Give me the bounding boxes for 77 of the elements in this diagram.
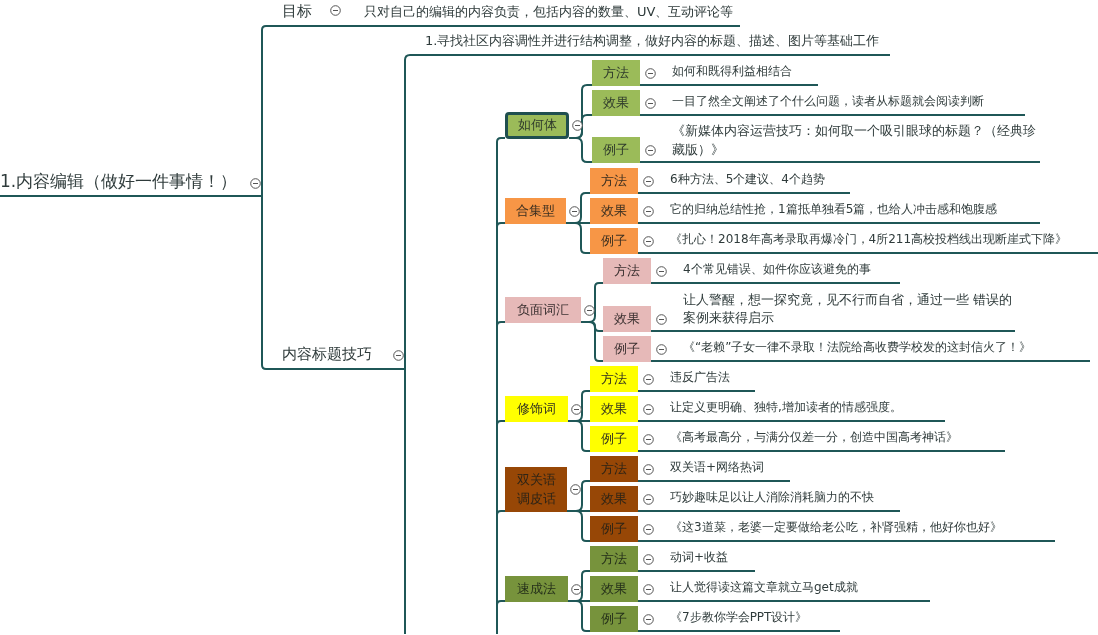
connector-line (566, 510, 591, 542)
tag-box: 例子 (590, 516, 638, 542)
connector-line (637, 510, 663, 512)
connector-line (639, 114, 665, 116)
connector-line (261, 195, 271, 370)
tag-box: 例子 (590, 228, 638, 254)
detail-text: 一目了然全文阐述了个什么问题，读者从标题就会阅读判断 (664, 90, 1025, 116)
category-box: 速成法 (505, 576, 568, 602)
category-box: 合集型 (505, 198, 566, 224)
detail-text: 6种方法、5个建议、4个趋势 (662, 168, 850, 194)
tag-box: 效果 (590, 486, 638, 512)
tag-box: 例子 (590, 426, 638, 452)
connector-line (637, 390, 663, 392)
detail-text: 巧妙趣味足以让人消除消耗脑力的不快 (662, 486, 900, 512)
connector-line (637, 630, 663, 632)
tag-box: 效果 (590, 576, 638, 602)
tag-box: 方法 (590, 168, 638, 194)
connector-line (637, 420, 663, 422)
detail-text: 《扎心！2018年高考录取再爆冷门，4所211高校投档线出现断崖式下降》 (662, 228, 1098, 254)
connector-line (496, 600, 506, 635)
detail-text: 让人警醒，想一探究竟，见不行而自省，通过一些 错误的案例来获得启示 (675, 288, 1015, 332)
connector-line (637, 480, 663, 482)
detail-text: 让人觉得读这篇文章就立马get成就 (662, 576, 930, 602)
connector-line (639, 161, 665, 163)
connector-line (650, 282, 676, 284)
detail-text: 《7步教你学会PPT设计》 (662, 606, 840, 632)
tag-box: 效果 (603, 306, 651, 332)
detail-text: 违反广告法 (662, 366, 755, 392)
tag-box: 方法 (590, 546, 638, 572)
connector-line (639, 84, 665, 86)
detail-text: 双关语+网络热词 (662, 456, 790, 482)
connector-line (637, 192, 663, 194)
detail-text: 它的归纳总结性抢，1篇抵单独看5篇，也给人冲击感和饱腹感 (662, 198, 1040, 224)
central-topic: 1.内容编辑（做好一件事情！） (0, 165, 262, 197)
connector-line (567, 600, 591, 632)
tag-box: 效果 (592, 90, 640, 116)
connector-line (580, 321, 604, 362)
connector-line (404, 54, 416, 370)
connector-line (567, 420, 591, 452)
connector-line (637, 450, 663, 452)
detail-text: 如何和既得利益相结合 (664, 60, 818, 86)
detail-text: 《这3道菜，老婆一定要做给老公吃，补肾强精，他好你也好》 (662, 516, 1055, 542)
tag-box: 例子 (592, 137, 640, 163)
tag-box: 方法 (590, 366, 638, 392)
tag-box: 效果 (590, 198, 638, 224)
connector-line (650, 360, 676, 362)
detail-text: 《新媒体内容运营技巧：如何取一个吸引眼球的标题？（经典珍藏版）》 (664, 120, 1040, 163)
connector-line (637, 222, 663, 224)
category-box: 如何体 (505, 112, 569, 139)
topic-label: 目标 (270, 0, 350, 27)
detail-text: 让定义更明确、独特,增加读者的情感强度。 (662, 396, 945, 422)
tag-box: 例子 (603, 336, 651, 362)
connector-line (349, 25, 357, 27)
connector-line (261, 25, 271, 197)
category-box: 双关语调皮话 (505, 467, 567, 512)
detail-text: 4个常见错误、如件你应该避免的事 (675, 258, 900, 284)
connector-line (650, 330, 676, 332)
tag-box: 方法 (592, 60, 640, 86)
category-box: 修饰词 (505, 396, 568, 422)
connector-line (568, 137, 593, 163)
connector-line (637, 540, 663, 542)
topic-label: 内容标题技巧 (270, 340, 405, 370)
tag-box: 效果 (590, 396, 638, 422)
connector-line (637, 600, 663, 602)
connector-line (565, 222, 591, 254)
connector-line (637, 252, 663, 254)
tag-box: 方法 (603, 258, 651, 284)
detail-text: 《高考最高分，与满分仅差一分，创造中国高考神话》 (662, 426, 1005, 452)
topic-text: 只对自己的编辑的内容负责，包括内容的数量、UV、互动评论等 (356, 0, 740, 27)
topic-text: 1.寻找社区内容调性并进行结构调整，做好内容的标题、描述、图片等基础工作 (415, 30, 890, 56)
detail-text: 《“老赖”子女一律不录取！法院给高收费学校发的这封信火了！》 (675, 336, 1090, 362)
connector-line (404, 368, 406, 635)
connector-line (637, 570, 663, 572)
category-box: 负面词汇 (505, 297, 581, 323)
tag-box: 方法 (590, 456, 638, 482)
tag-box: 例子 (590, 606, 638, 632)
detail-text: 动词+收益 (662, 546, 755, 572)
